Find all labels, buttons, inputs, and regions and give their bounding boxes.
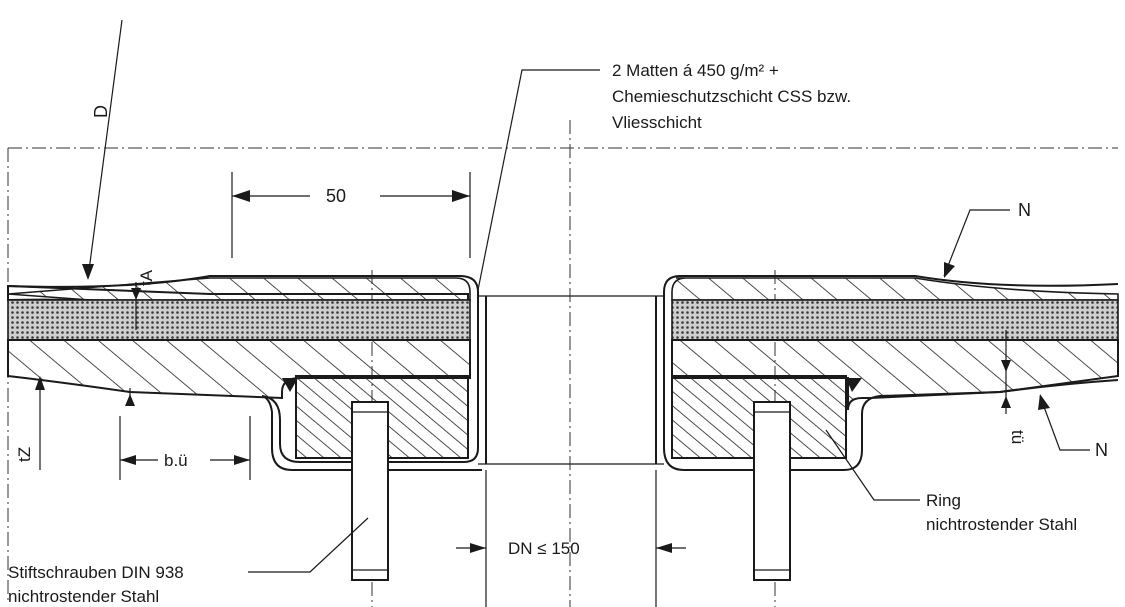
label-matten-1: 2 Matten á 450 g/m² + xyxy=(612,61,779,80)
left-laminate xyxy=(7,275,482,581)
label-ring-1: Ring xyxy=(926,491,961,510)
label-matten-2: Chemieschutzschicht CSS bzw. xyxy=(612,87,851,106)
label-ring-2: nichtrostender Stahl xyxy=(926,515,1077,534)
label-50: 50 xyxy=(326,186,346,206)
core-layer-right xyxy=(671,299,1119,341)
bore xyxy=(478,295,664,465)
dimensions xyxy=(35,19,1090,607)
core-layer-left xyxy=(7,299,471,341)
label-studs-2: nichtrostender Stahl xyxy=(8,587,159,606)
label-n-top: N xyxy=(1018,200,1031,220)
label-matten-3: Vliesschicht xyxy=(612,113,702,132)
label-d: D xyxy=(91,105,111,118)
label-tz: tZ xyxy=(15,447,34,462)
stud-right xyxy=(753,401,791,581)
label-dn: DN ≤ 150 xyxy=(508,539,580,558)
label-ta: tA xyxy=(137,269,156,286)
label-n-right: N xyxy=(1095,440,1108,460)
stud-left xyxy=(351,401,389,581)
label-tu: tü xyxy=(1008,430,1027,444)
right-laminate xyxy=(663,275,1119,581)
label-studs-1: Stiftschrauben DIN 938 xyxy=(8,563,184,582)
label-bu: b.ü xyxy=(164,451,188,470)
